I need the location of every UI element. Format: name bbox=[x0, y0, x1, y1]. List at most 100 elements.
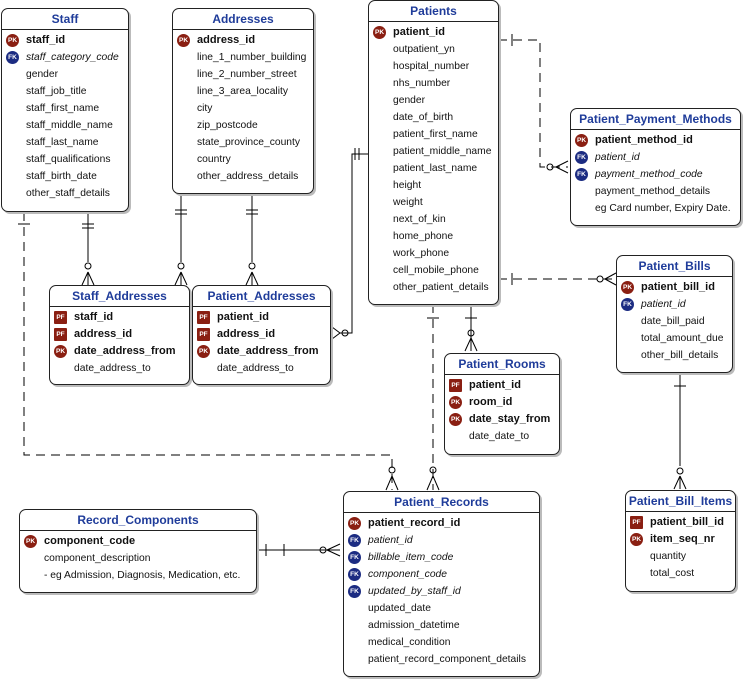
attribute-name: patient_last_name bbox=[393, 163, 478, 174]
attribute-name: staff_id bbox=[26, 34, 66, 46]
primary-key-icon: PK bbox=[630, 533, 643, 546]
attribute-name: country bbox=[197, 154, 231, 165]
primary-foreign-key-icon: PF bbox=[54, 328, 67, 341]
attribute-row: patient_last_name bbox=[369, 160, 498, 177]
foreign-key-icon: FK bbox=[348, 551, 361, 564]
entity-title: Record_Components bbox=[20, 510, 256, 531]
attribute-name: home_phone bbox=[393, 231, 454, 242]
attribute-name: date_bill_paid bbox=[641, 316, 705, 327]
attribute-name: date_address_to bbox=[217, 363, 294, 374]
attribute-name: city bbox=[197, 103, 213, 114]
attribute-row: home_phone bbox=[369, 228, 498, 245]
primary-key-icon: PK bbox=[575, 134, 588, 147]
attribute-row: total_cost bbox=[626, 565, 735, 582]
attribute-row: staff_qualifications bbox=[2, 151, 128, 168]
attribute-name: staff_qualifications bbox=[26, 154, 111, 165]
attribute-row: updated_date bbox=[344, 600, 539, 617]
attribute-name: quantity bbox=[650, 551, 687, 562]
attribute-row: zip_postcode bbox=[173, 117, 313, 134]
foreign-key-icon: FK bbox=[348, 585, 361, 598]
foreign-key-icon: FK bbox=[348, 568, 361, 581]
attribute-name: patient_id bbox=[393, 26, 445, 38]
attribute-name: medical_condition bbox=[368, 637, 451, 648]
attribute-row: patient_middle_name bbox=[369, 143, 498, 160]
primary-key-icon: PK bbox=[373, 26, 386, 39]
attribute-name: billable_item_code bbox=[368, 552, 454, 563]
attribute-row: date_of_birth bbox=[369, 109, 498, 126]
attribute-row: payment_method_details bbox=[571, 183, 740, 200]
attribute-name: staff_first_name bbox=[26, 103, 100, 114]
attribute-row: quantity bbox=[626, 548, 735, 565]
attribute-row: line_3_area_locality bbox=[173, 83, 313, 100]
attribute-name: patient_id bbox=[595, 152, 640, 163]
primary-key-icon: PK bbox=[449, 413, 462, 426]
entity-title: Patient_Payment_Methods bbox=[571, 109, 740, 130]
attribute-name: staff_job_title bbox=[26, 86, 87, 97]
attribute-row: staff_last_name bbox=[2, 134, 128, 151]
attribute-name: - eg Admission, Diagnosis, Medication, e… bbox=[44, 570, 241, 581]
primary-key-icon: PK bbox=[54, 345, 67, 358]
attribute-row: staff_middle_name bbox=[2, 117, 128, 134]
entity-title: Patient_Addresses bbox=[193, 286, 330, 307]
attribute-row: country bbox=[173, 151, 313, 168]
foreign-key-icon: FK bbox=[575, 168, 588, 181]
primary-key-icon: PK bbox=[24, 535, 37, 548]
attribute-row: FK billable_item_code bbox=[344, 549, 539, 566]
entity-title: Patient_Bill_Items bbox=[626, 491, 735, 512]
attribute-row: staff_job_title bbox=[2, 83, 128, 100]
attribute-row: medical_condition bbox=[344, 634, 539, 651]
attribute-name: cell_mobile_phone bbox=[393, 265, 479, 276]
attribute-name: patient_record_id bbox=[368, 517, 461, 529]
attribute-name: date_address_to bbox=[74, 363, 151, 374]
attribute-row: other_patient_details bbox=[369, 279, 498, 296]
attribute-name: staff_category_code bbox=[26, 52, 119, 63]
attribute-name: component_code bbox=[368, 569, 448, 580]
attribute-name: room_id bbox=[469, 396, 513, 408]
attribute-name: patient_bill_id bbox=[650, 516, 724, 528]
attribute-row: other_bill_details bbox=[617, 347, 732, 364]
attribute-name: payment_method_code bbox=[595, 169, 703, 180]
attribute-name: gender bbox=[393, 95, 426, 106]
attribute-name: total_amount_due bbox=[641, 333, 724, 344]
attribute-row: gender bbox=[369, 92, 498, 109]
primary-key-icon: PK bbox=[6, 34, 19, 47]
attribute-name: component_description bbox=[44, 553, 151, 564]
attribute-row: work_phone bbox=[369, 245, 498, 262]
attribute-name: other_bill_details bbox=[641, 350, 719, 361]
attribute-row: state_province_county bbox=[173, 134, 313, 151]
attribute-name: other_address_details bbox=[197, 171, 299, 182]
attribute-row: staff_birth_date bbox=[2, 168, 128, 185]
primary-key-icon: PK bbox=[177, 34, 190, 47]
attribute-row: line_1_number_building bbox=[173, 49, 313, 66]
attribute-row: FK component_code bbox=[344, 566, 539, 583]
attribute-row: outpatient_yn bbox=[369, 41, 498, 58]
rel-patients-payment-methods bbox=[498, 39, 568, 168]
attribute-row: patient_first_name bbox=[369, 126, 498, 143]
attribute-name: work_phone bbox=[393, 248, 450, 259]
